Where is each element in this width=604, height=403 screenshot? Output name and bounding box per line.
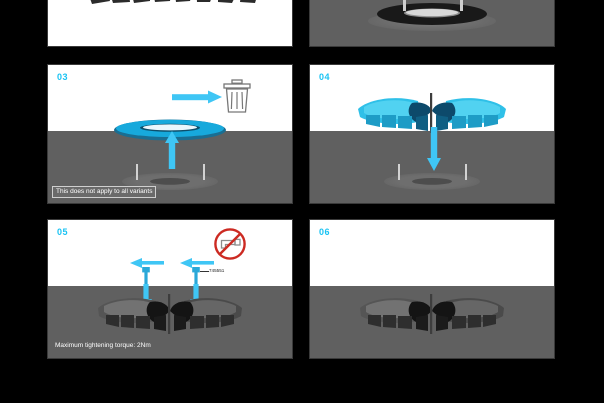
panel-05-arrow-right-screw [180,258,214,268]
instruction-panel-03[interactable]: 03 [47,64,293,204]
instruction-panel-06[interactable]: 06 [309,219,555,359]
panel-03-caption: This does not apply to all variants [52,185,157,198]
arrow-down-icon [426,127,442,171]
panel-05-part-number: 745551 [209,268,225,273]
panel-03-pin-left [136,164,139,180]
panel-06-dark-fan-part [358,294,506,336]
instruction-panel-01[interactable] [47,0,293,47]
arrow-up-icon [164,131,180,169]
panel-05-step-number: 05 [57,227,69,237]
panel-05-screw-left [140,267,152,285]
arrow-right-icon [172,90,222,104]
panel-05-white-area [48,220,292,286]
trash-bin-icon [221,79,253,115]
panel-05-leader-line [200,271,209,272]
panel-02-ring-part [377,3,487,25]
panel-04-step-number: 04 [319,72,331,82]
panel-05-screw-right [190,267,202,285]
no-power-tool-icon [213,227,247,261]
panel-04-pin-right [465,164,468,180]
panel-03-mount-ring [138,175,202,189]
panel-04-pin-left [398,164,401,180]
panel-02-pin-left [403,0,406,11]
panel-03-pin-right [203,164,206,180]
panel-06-step-number: 06 [319,227,331,237]
instruction-panel-05[interactable]: 05 [47,219,293,359]
panel-05-caption: Maximum tightening torque: 2Nm [55,341,151,349]
instruction-panel-04[interactable]: 04 [309,64,555,204]
panel-04-blue-fan-part [356,93,508,137]
panel-01-fan-part [80,0,260,21]
instruction-panel-02[interactable] [309,0,555,47]
panel-06-white-area [310,220,554,286]
panel-05-dark-fan-part [96,294,244,336]
panel-03-blue-ring-part [114,119,226,141]
panel-01-white-area [48,0,292,46]
panel-05-arrow-left-screw [130,258,164,268]
panel-02-pin-right [460,0,463,11]
panel-04-mount-ring [400,175,464,189]
panel-03-step-number: 03 [57,72,69,82]
